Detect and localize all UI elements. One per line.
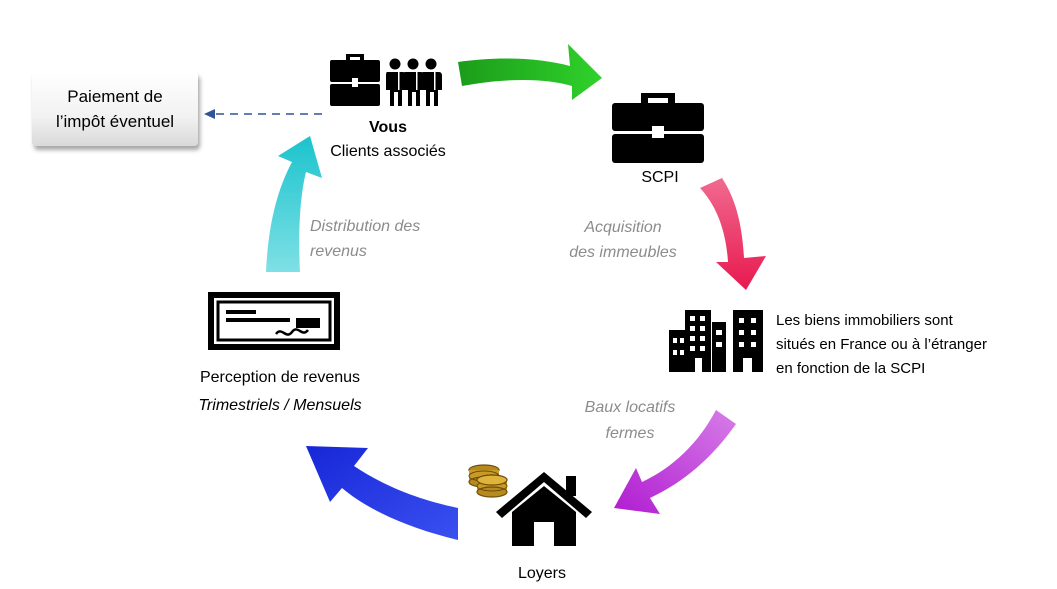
perception-line1: Perception de revenus [199, 369, 361, 386]
buildings-icon [669, 310, 763, 372]
green-arrow [458, 44, 602, 100]
blue-arrow [306, 446, 458, 540]
acquisition-line2: des immeubles [569, 244, 677, 261]
tax-payment-box: Paiement de l’impôt éventuel [32, 72, 198, 146]
cyan-arrow [266, 136, 322, 272]
house-icon [496, 472, 592, 546]
cheque-icon [208, 292, 340, 350]
distribution-line1: Distribution des [310, 218, 421, 235]
scpi-briefcase-icon [612, 93, 704, 163]
perception-line2: Trimestriels / Mensuels [198, 397, 362, 414]
dashed-arrowhead [204, 109, 215, 119]
vous-title: Vous [369, 119, 407, 136]
scpi-label: SCPI [641, 169, 679, 186]
coins-icon [468, 464, 508, 498]
tax-box-line1: Paiement de [67, 87, 163, 106]
briefcase-icon [330, 54, 380, 106]
vous-subtitle: Clients associés [330, 143, 446, 160]
baux-line1: Baux locatifs [584, 399, 676, 416]
purple-arrow [614, 410, 736, 514]
biens-line2: situés en France ou à l’étranger [776, 336, 987, 353]
biens-line1: Les biens immobiliers sont [776, 312, 953, 329]
pink-arrow [700, 178, 766, 290]
biens-line3: en fonction de la SCPI [776, 360, 926, 377]
loyers-label: Loyers [517, 565, 567, 582]
people-group-icon [386, 58, 442, 106]
acquisition-line1: Acquisition [584, 219, 662, 236]
distribution-line2: revenus [310, 243, 367, 260]
tax-box-line2: l’impôt éventuel [55, 112, 175, 131]
baux-line2: fermes [605, 425, 655, 442]
